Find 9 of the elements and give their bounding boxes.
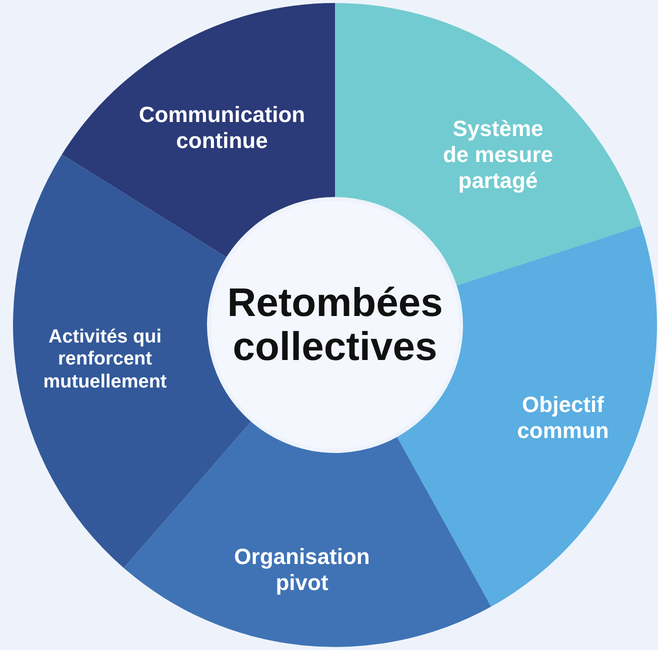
piece-label: Organisation pivot [233,544,371,596]
center-title: Retombées collectives [226,281,444,369]
puzzle-piece [335,3,642,286]
piece-label: Système de mesure partagé [442,116,554,194]
puzzle-piece [123,421,492,647]
piece-label: Objectif commun [516,392,610,444]
piece-label: Communication continue [138,102,306,154]
piece-label: Activités qui renforcent mutuellement [43,326,167,394]
puzzle-piece [61,3,335,258]
